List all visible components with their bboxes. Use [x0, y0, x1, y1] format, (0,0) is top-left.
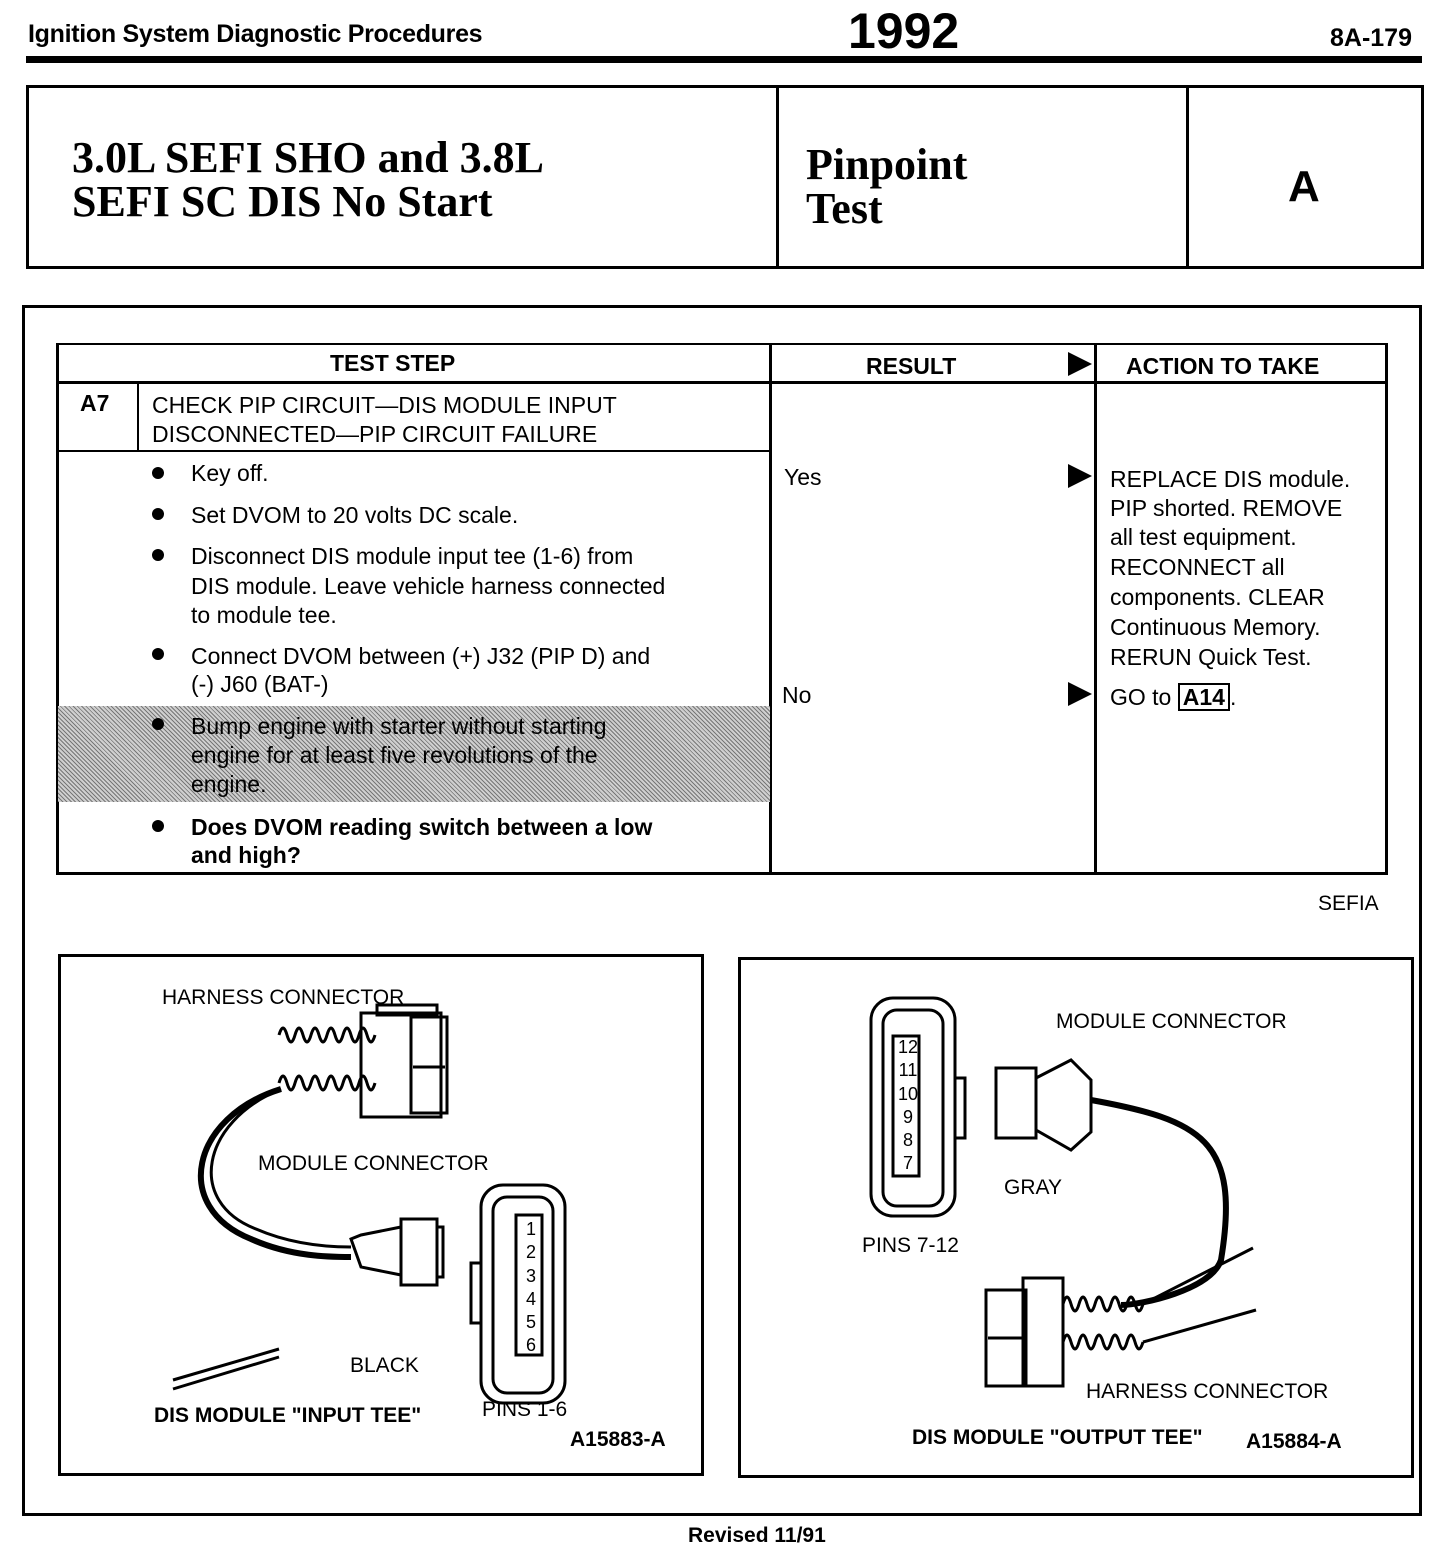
- connector-color-label: GRAY: [1004, 1176, 1062, 1199]
- arrow-icon: [1068, 682, 1092, 706]
- result-no: No: [782, 682, 812, 708]
- action-no: GO to A14.: [1110, 682, 1236, 712]
- input-tee-diagram: [172, 1003, 567, 1405]
- instruction: engine for at least five revolutions of …: [191, 742, 598, 768]
- instruction: DIS module. Leave vehicle harness connec…: [191, 573, 666, 599]
- output-tee-diagram: [869, 996, 1257, 1388]
- pins-label: PINS 1-6: [482, 1398, 568, 1421]
- connector-color-label: BLACK: [350, 1354, 419, 1377]
- section-title: Ignition System Diagnostic Procedures: [28, 20, 483, 48]
- procedure-code: SEFIA: [1318, 892, 1379, 915]
- pin-number: 12: [897, 1037, 919, 1057]
- bullet-icon: [152, 549, 164, 561]
- test-letter: A: [1288, 162, 1320, 211]
- action-line: Continuous Memory.: [1110, 614, 1321, 640]
- pin-number: 9: [902, 1106, 913, 1127]
- action-line: PIP shorted. REMOVE: [1110, 495, 1343, 521]
- action-line: RECONNECT all: [1110, 554, 1285, 580]
- bullet-icon: [152, 820, 164, 832]
- module-connector-label: MODULE CONNECTOR: [258, 1152, 489, 1175]
- pin-number: 8: [902, 1130, 913, 1151]
- instruction: (-) J60 (BAT-): [191, 671, 329, 697]
- pin-numbers: 12 11 10 9 8 7: [896, 1036, 920, 1176]
- instruction: Disconnect DIS module input tee (1-6) fr…: [191, 543, 634, 569]
- pin-number: 4: [525, 1288, 536, 1309]
- test-type: Pinpoint Test: [806, 140, 968, 233]
- title-divider: [776, 85, 779, 269]
- input-tee-figure: [58, 954, 704, 1476]
- spring-icon: [1061, 1295, 1145, 1351]
- instruction: Connect DVOM between (+) J32 (PIP D) and: [191, 643, 651, 669]
- instruction: Key off.: [191, 460, 269, 486]
- step-id: A7: [80, 390, 110, 416]
- pin-numbers: 1 2 3 4 5 6: [519, 1218, 543, 1358]
- year: 1992: [848, 3, 960, 59]
- pin-number: 10: [897, 1083, 919, 1104]
- harness-connector-label: HARNESS CONNECTOR: [1086, 1380, 1329, 1403]
- bullet-icon: [152, 508, 164, 520]
- pin-number: 5: [525, 1312, 536, 1333]
- output-tee-figure: [738, 957, 1414, 1478]
- action-line: RERUN Quick Test.: [1110, 644, 1312, 670]
- arrow-icon: [1068, 352, 1092, 376]
- bullet-icon: [152, 718, 164, 730]
- instruction: Set DVOM to 20 volts DC scale.: [191, 502, 519, 528]
- figure-caption: DIS MODULE "OUTPUT TEE": [912, 1426, 1203, 1449]
- shaded-step: [58, 706, 770, 802]
- action-line: REPLACE DIS module.: [1110, 466, 1351, 492]
- action-line: components. CLEAR: [1110, 584, 1325, 610]
- page-number: 8A-179: [1330, 24, 1412, 52]
- title-box: [26, 85, 1424, 269]
- instruction: engine.: [191, 771, 267, 797]
- header-test-step: TEST STEP: [330, 350, 456, 376]
- step-title: DISCONNECTED—PIP CIRCUIT FAILURE: [152, 421, 598, 447]
- content-frame: [22, 305, 1422, 1516]
- title-divider: [1186, 85, 1189, 269]
- step-title: CHECK PIP CIRCUIT—DIS MODULE INPUT: [152, 392, 617, 418]
- action-no-prefix: GO to: [1110, 684, 1172, 710]
- harness-connector-label: HARNESS CONNECTOR: [162, 986, 405, 1009]
- procedure-title: 3.0L SEFI SHO and 3.8L SEFI SC DIS No St…: [72, 133, 544, 226]
- figure-id: A15884-A: [1246, 1430, 1342, 1453]
- header-action: ACTION TO TAKE: [1126, 353, 1320, 379]
- figure-id: A15883-A: [570, 1428, 666, 1451]
- pin-number: 6: [525, 1335, 536, 1356]
- instruction: Bump engine with starter without startin…: [191, 713, 607, 739]
- module-connector-label: MODULE CONNECTOR: [1056, 1010, 1287, 1033]
- revision-note: Revised 11/91: [688, 1524, 826, 1547]
- header-rule: [26, 56, 1422, 63]
- pins-label: PINS 7-12: [862, 1234, 959, 1257]
- pin-number: 3: [525, 1265, 536, 1286]
- arrow-icon: [1068, 464, 1092, 488]
- question: Does DVOM reading switch between a low: [191, 814, 653, 840]
- pin-number: 1: [525, 1219, 536, 1239]
- bullet-icon: [152, 467, 164, 479]
- bullet-icon: [152, 648, 164, 660]
- result-yes: Yes: [784, 464, 822, 490]
- pin-number: 2: [525, 1242, 536, 1263]
- action-line: all test equipment.: [1110, 524, 1297, 550]
- instruction: to module tee.: [191, 602, 337, 628]
- question: and high?: [191, 842, 301, 868]
- pin-number: 7: [902, 1153, 913, 1174]
- spring-icon: [277, 1026, 377, 1092]
- figure-caption: DIS MODULE "INPUT TEE": [154, 1404, 422, 1427]
- action-no-suffix: .: [1229, 684, 1237, 710]
- pin-number: 11: [898, 1060, 918, 1081]
- header-result: RESULT: [866, 353, 957, 379]
- step-reference-link[interactable]: A14: [1177, 683, 1230, 711]
